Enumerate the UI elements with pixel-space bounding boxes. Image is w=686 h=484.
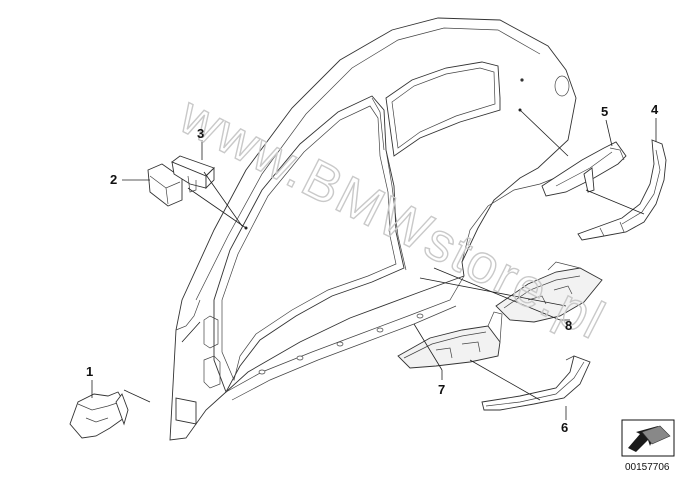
diagram-code: 00157706 (625, 462, 670, 473)
callout-5: 5 (601, 104, 608, 119)
part-3-block (171, 155, 215, 193)
reference-arrow-box (621, 419, 675, 457)
part-1-bracket (69, 391, 129, 439)
callout-4: 4 (651, 102, 659, 117)
callout-6: 6 (561, 420, 568, 435)
body-side-frame (169, 17, 577, 441)
part-4-rear-bracket (577, 139, 667, 241)
callout-3: 3 (197, 126, 204, 141)
part-6-sill-rail (481, 355, 591, 411)
part-8-sill-panel (495, 261, 603, 323)
callout-2: 2 (110, 172, 117, 187)
part-5-rear-sill-cover (541, 141, 627, 197)
part-2-insert (147, 163, 183, 207)
callout-1: 1 (86, 364, 93, 379)
callout-7: 7 (438, 382, 445, 397)
sill-holes (258, 313, 424, 375)
callout-8: 8 (565, 318, 572, 333)
part-7-sill-panel (397, 311, 503, 369)
leader-lines (91, 108, 657, 420)
